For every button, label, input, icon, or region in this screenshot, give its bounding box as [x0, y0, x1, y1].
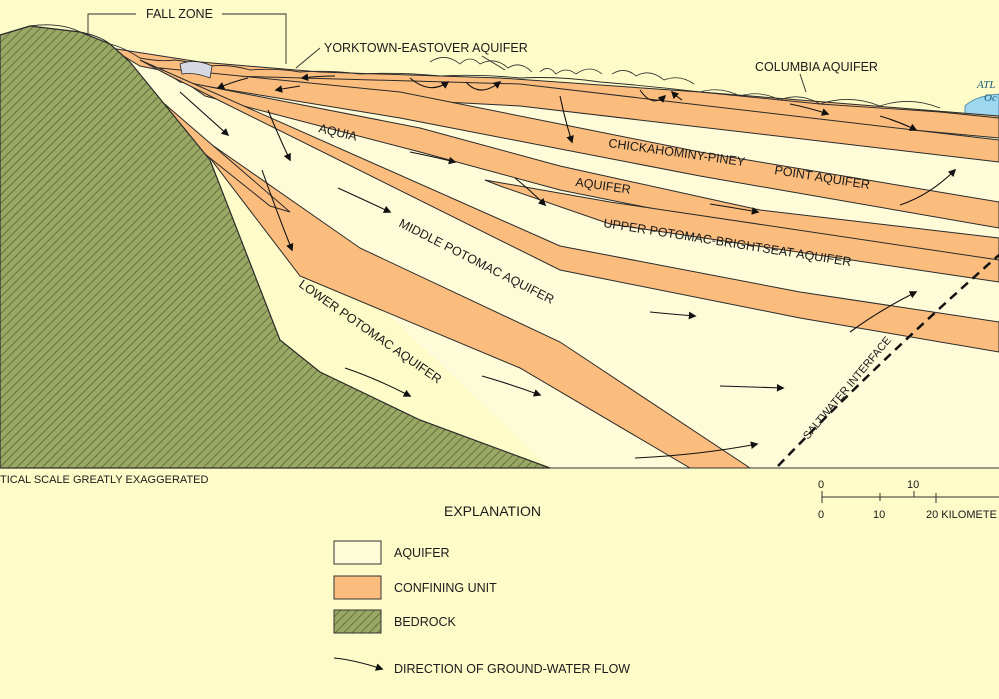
legend-swatch-aquifer — [333, 540, 382, 565]
flow-arrow — [300, 73, 336, 82]
fall-zone-lens — [179, 61, 213, 79]
flow-arrow — [216, 77, 249, 90]
flow-arrow — [481, 375, 542, 397]
legend-flow-arrow — [333, 657, 384, 671]
flow-arrow — [267, 109, 291, 162]
label-yorktown-aquifer: YORKTOWN-EASTOVER AQUIFER — [324, 41, 528, 55]
legend-swatch-confining-unit — [333, 575, 382, 600]
flow-arrow — [274, 85, 301, 93]
scale-top-tick-1: 10 — [907, 479, 919, 491]
fall-zone-leader — [87, 13, 136, 36]
flow-arrow — [337, 187, 392, 213]
flow-arrow — [409, 151, 457, 165]
confining-unit-upper-potomac — [139, 59, 999, 353]
land-surface-line — [0, 24, 999, 119]
flow-arrow — [709, 203, 760, 215]
legend-label-confining-unit: CONFINING UNIT — [394, 581, 497, 595]
scale-bottom-tick-1: 10 — [873, 509, 885, 521]
fall-zone-leader-right — [222, 13, 287, 64]
yorktown-leader-right — [481, 55, 506, 71]
confining-unit-aquia — [158, 67, 999, 229]
scale-top-tick-0: 0 — [818, 479, 824, 491]
legend-label-aquifer: AQUIFER — [394, 546, 450, 560]
yorktown-leader — [295, 47, 321, 69]
flow-arrow — [639, 89, 667, 104]
flow-arrow — [670, 90, 683, 101]
label-columbia-aquifer: COLUMBIA AQUIFER — [755, 60, 878, 74]
flow-arrow — [879, 115, 918, 131]
flow-arrow — [261, 169, 294, 252]
scale-bottom-tick-2: 20 KILOMETE — [926, 509, 997, 521]
flow-arrow — [649, 311, 697, 320]
flow-arrow — [634, 441, 759, 459]
legend-label-flow: DIRECTION OF GROUND-WATER FLOW — [394, 662, 630, 676]
columbia-leader — [799, 73, 807, 93]
confining-unit-aquifer-band — [484, 179, 999, 283]
flow-arrow — [789, 103, 830, 116]
label-ocean-2: Oc — [984, 92, 997, 104]
label-fall-zone: FALL ZONE — [146, 7, 213, 21]
legend-label-bedrock: BEDROCK — [394, 615, 456, 629]
flow-arrow — [514, 177, 547, 207]
explanation-title: EXPLANATION — [444, 503, 541, 519]
flow-arrow — [465, 81, 502, 91]
flow-arrow — [559, 95, 574, 144]
flow-arrow — [719, 383, 785, 392]
explanation-legend: EXPLANATION AQUIFER CONFINING UNIT BEDRO… — [333, 503, 630, 676]
land-surface-bumps — [429, 57, 941, 109]
flow-arrow — [409, 77, 450, 89]
flow-arrow — [899, 168, 957, 206]
flow-arrow — [344, 367, 412, 397]
flow-arrow — [849, 291, 918, 333]
scale-bar: 0 10 0 10 20 KILOMETE — [818, 479, 999, 521]
flow-arrows — [179, 73, 957, 459]
saltwater-interface-line — [777, 254, 999, 467]
scale-bottom-tick-0: 0 — [818, 509, 824, 521]
label-ocean-1: ATL — [976, 79, 996, 91]
label-vertical-scale: TICAL SCALE GREATLY EXAGGERATED — [0, 474, 209, 486]
flow-arrow — [179, 91, 230, 137]
legend-swatch-bedrock — [333, 609, 382, 634]
confining-unit-chickahominy — [184, 81, 999, 263]
